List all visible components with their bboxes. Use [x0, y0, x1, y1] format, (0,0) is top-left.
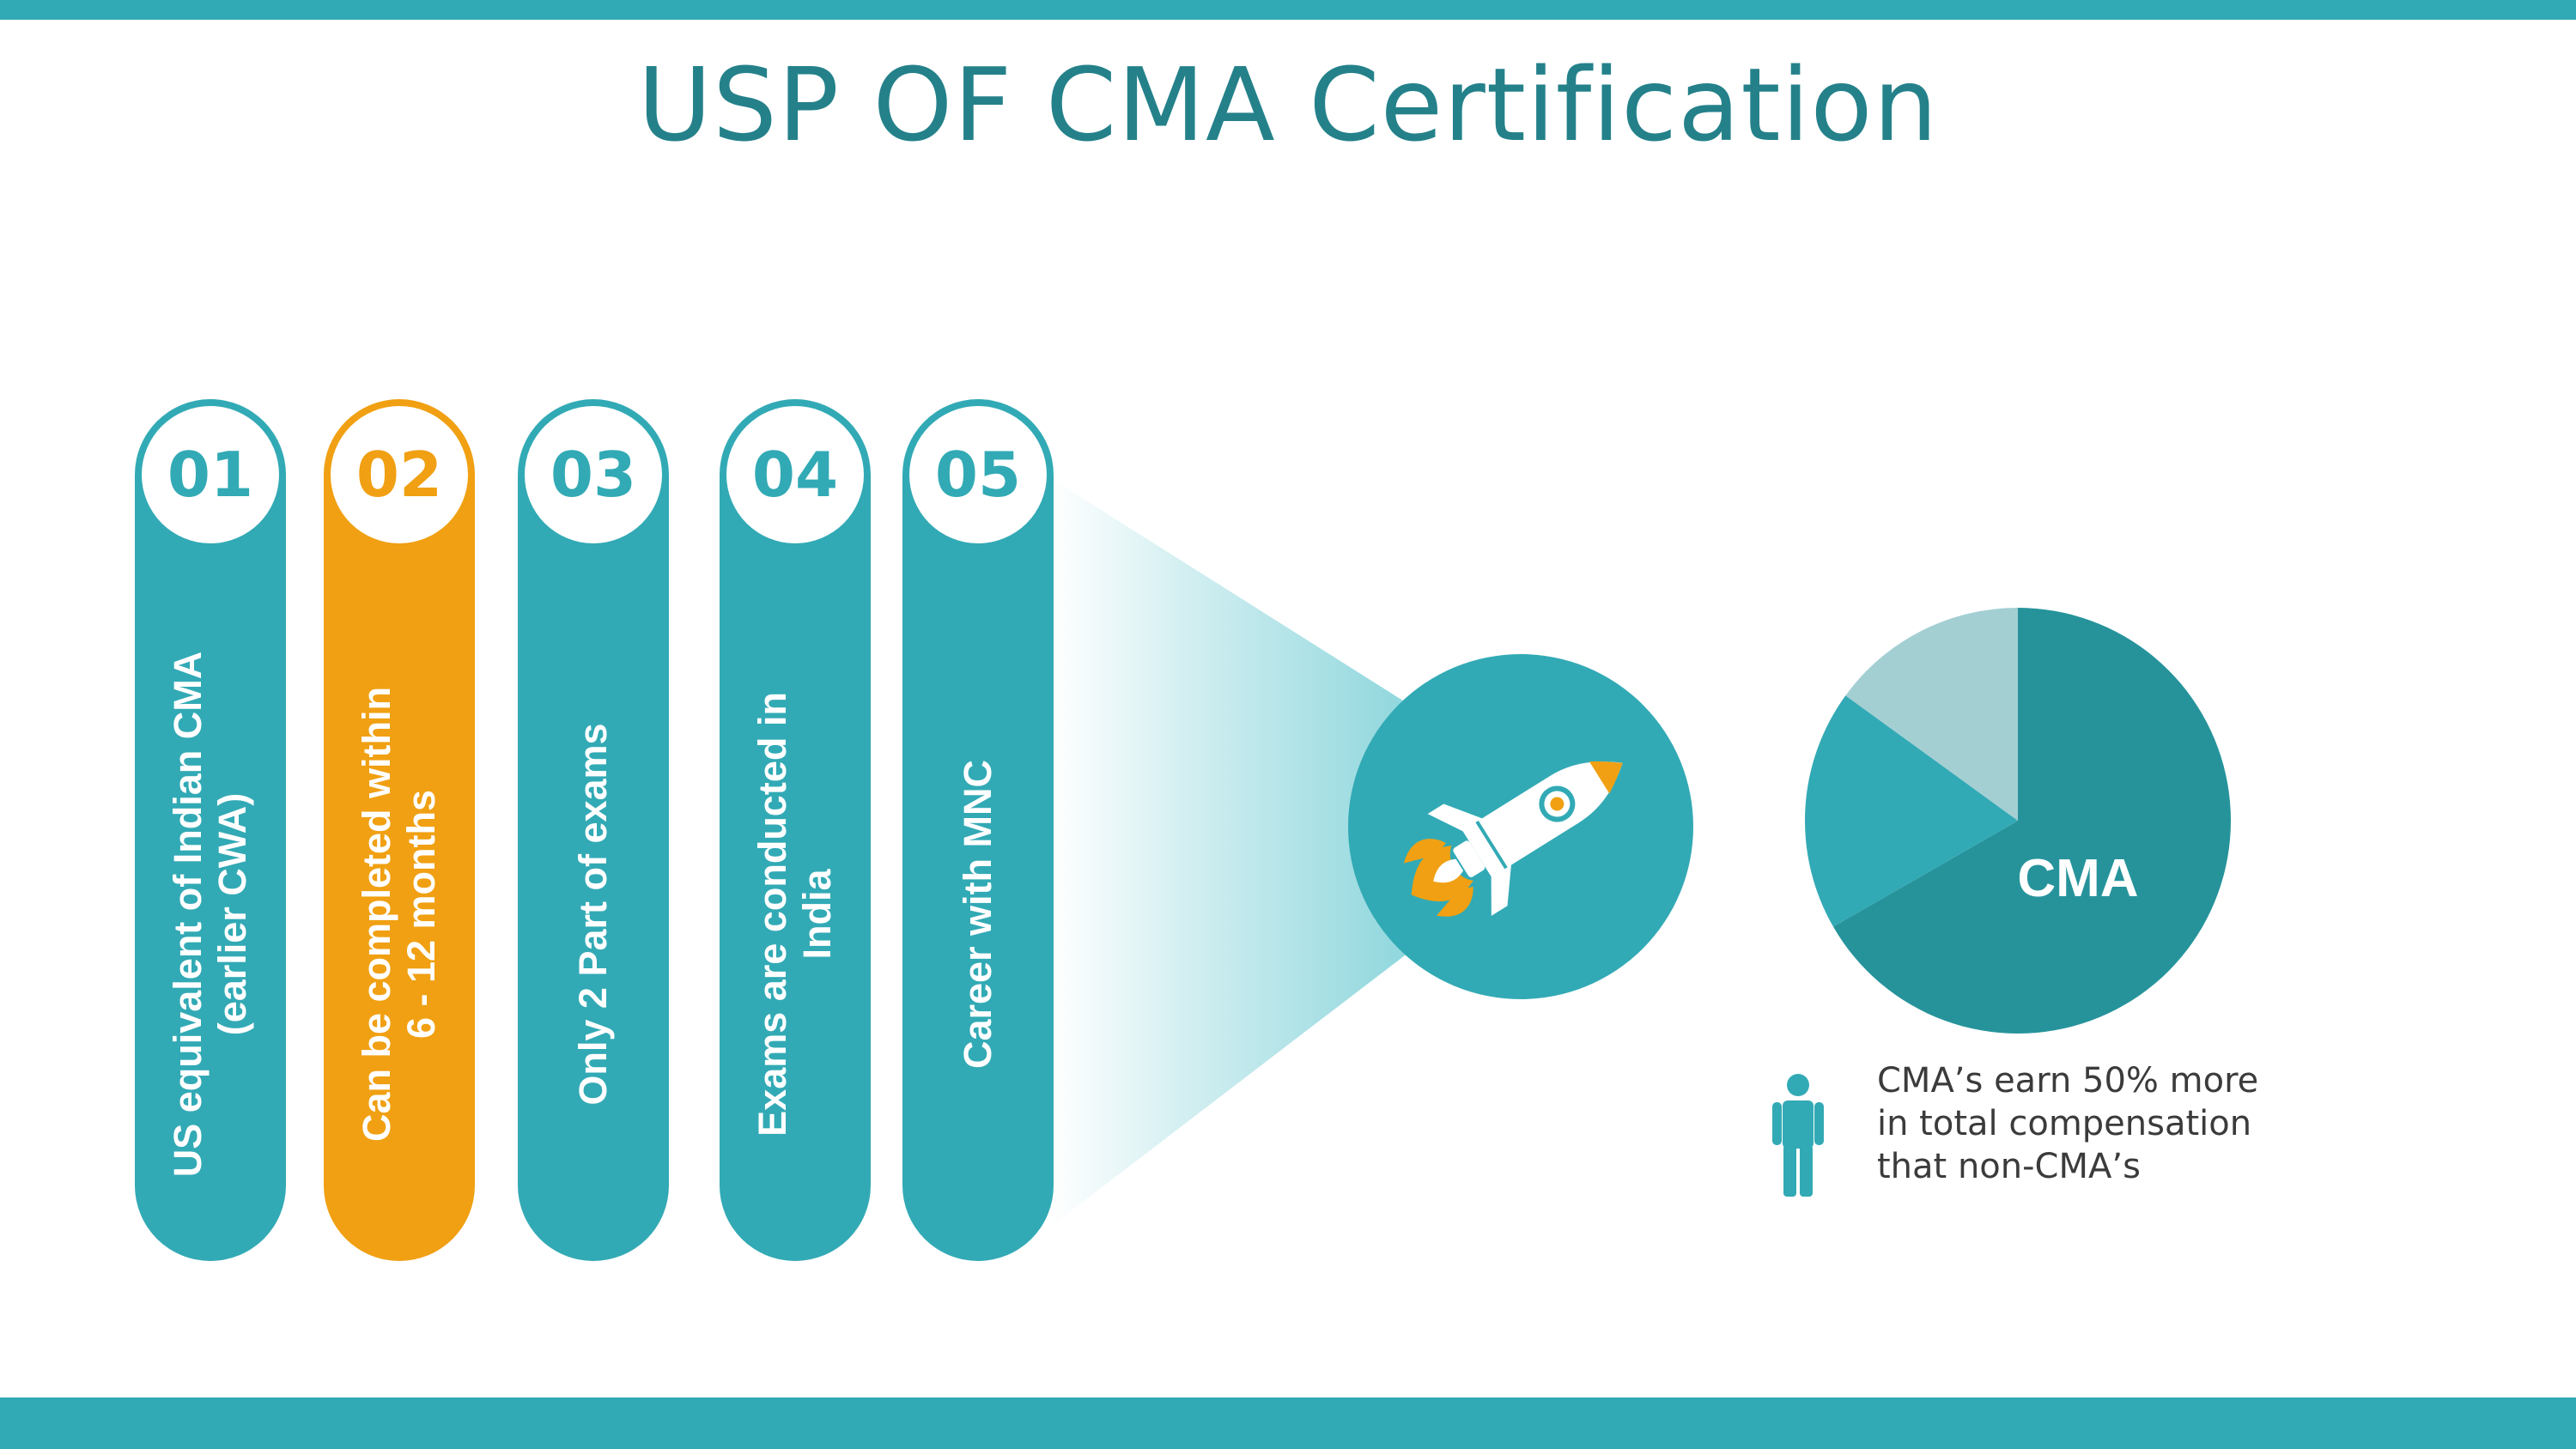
- page-title: USP OF CMA Certification: [637, 45, 1939, 164]
- rocket-badge: [1348, 654, 1693, 999]
- usp-item-04: 04 Exams are conducted in India: [720, 399, 871, 1261]
- item-text: Career with MNC: [956, 759, 999, 1070]
- usp-item-03: 03 Only 2 Part of exams: [518, 399, 669, 1261]
- number-badge: 01: [142, 406, 279, 543]
- item-text: Only 2 Part of exams: [571, 723, 615, 1106]
- top-accent-bar: [0, 0, 2576, 20]
- number-badge: 03: [525, 406, 662, 543]
- item-number: 01: [167, 439, 254, 511]
- cma-pie-chart: [1805, 608, 2231, 1034]
- person-icon: [1772, 1074, 1824, 1197]
- usp-item-05: 05 Career with MNC: [902, 399, 1054, 1261]
- bottom-accent-bar: [0, 1397, 2576, 1449]
- item-number: 03: [550, 439, 637, 511]
- item-number: 05: [934, 439, 1022, 511]
- pie-label: CMA: [2017, 849, 2139, 908]
- compensation-stat: CMA’s earn 50% more in total compensatio…: [1877, 1061, 2259, 1186]
- usp-item-01: 01 US equivalent of Indian CMA (earlier …: [135, 399, 286, 1261]
- number-badge: 05: [909, 406, 1047, 543]
- pie-slice-3: [1845, 608, 2018, 821]
- item-number: 02: [355, 439, 443, 511]
- item-text: Exams are conducted in India: [750, 692, 839, 1137]
- item-text: Can be completed within 6 - 12 months: [355, 686, 443, 1143]
- rocket-icon: [1403, 761, 1623, 917]
- item-text: US equivalent of Indian CMA (earlier CWA…: [166, 651, 254, 1178]
- pie-slice-1: [1832, 608, 2231, 1034]
- number-badge: 02: [331, 406, 468, 543]
- usp-item-02: 02 Can be completed within 6 - 12 months: [324, 399, 475, 1261]
- item-number: 04: [751, 439, 839, 511]
- pie-slice-2: [1805, 695, 2018, 927]
- number-badge: 04: [726, 406, 864, 543]
